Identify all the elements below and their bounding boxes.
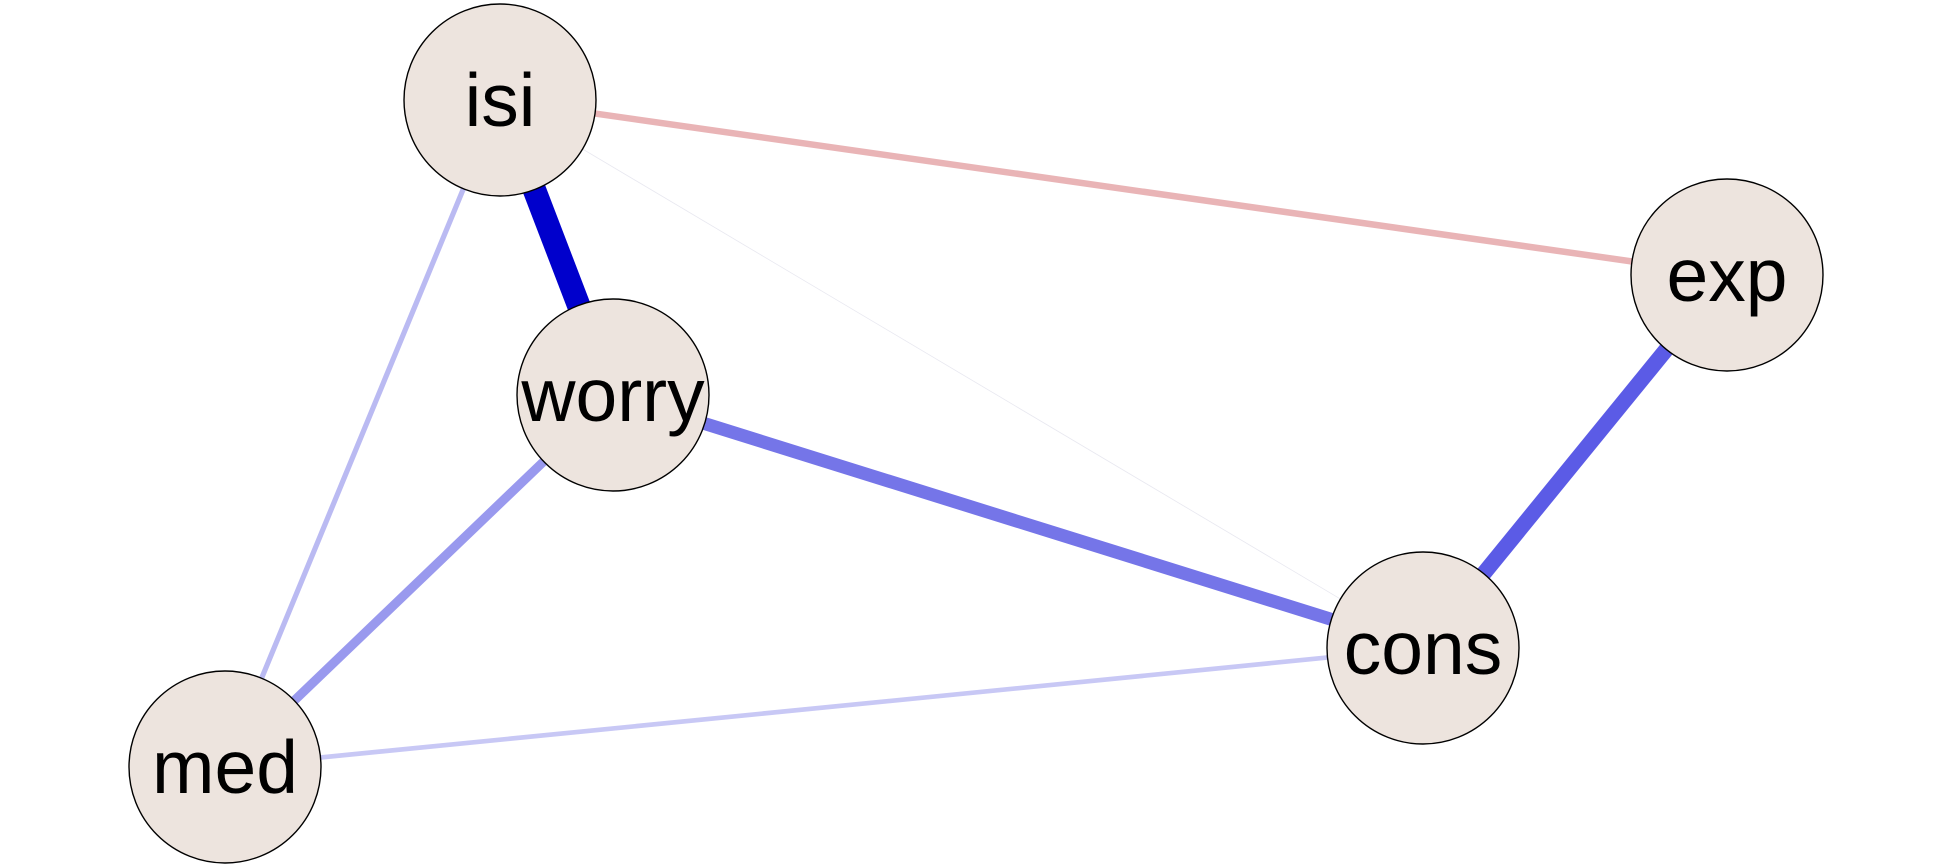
node-circle-exp	[1630, 178, 1824, 372]
node-circle-cons	[1326, 551, 1520, 745]
edge-isi-med	[222, 99, 503, 768]
node-label-isi: isi	[465, 58, 536, 142]
edge-med-cons	[224, 645, 1424, 770]
edge-isi-exp	[499, 96, 1728, 279]
node-circle-med	[128, 670, 322, 864]
node-circle-worry	[516, 298, 710, 492]
node-med: med	[128, 670, 322, 864]
node-isi: isi	[403, 3, 597, 197]
node-label-cons: cons	[1344, 606, 1502, 690]
node-label-exp: exp	[1667, 233, 1788, 317]
node-cons: cons	[1326, 551, 1520, 745]
node-label-med: med	[152, 725, 298, 809]
node-worry: worry	[516, 298, 710, 492]
node-label-worry: worry	[520, 353, 705, 437]
edge-worry-cons	[611, 388, 1425, 655]
node-circle-isi	[403, 3, 597, 197]
edge-isi-cons	[499, 99, 1424, 649]
node-layer: isi worry exp cons med	[128, 3, 1824, 864]
node-exp: exp	[1630, 178, 1824, 372]
